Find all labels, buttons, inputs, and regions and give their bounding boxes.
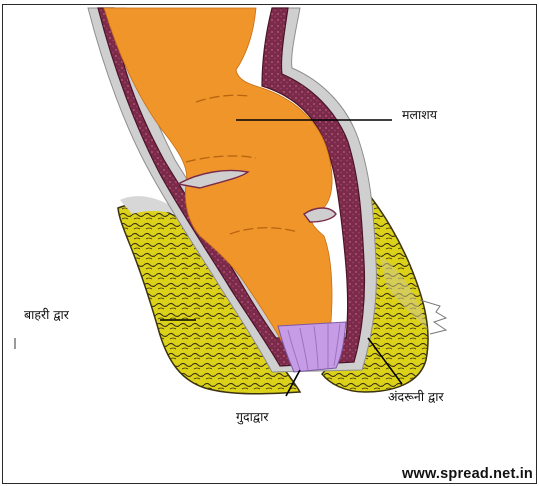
label-rectum: मलाशय <box>402 106 437 123</box>
website-watermark: www.spread.net.in <box>402 466 533 482</box>
edge-tick <box>14 338 16 349</box>
label-anal-canal: गुदाद्वार <box>236 408 268 425</box>
label-external-sphincter: बाहरी द्वार <box>24 306 69 323</box>
label-internal-sphincter: अंदरूनी द्वार <box>388 388 444 405</box>
